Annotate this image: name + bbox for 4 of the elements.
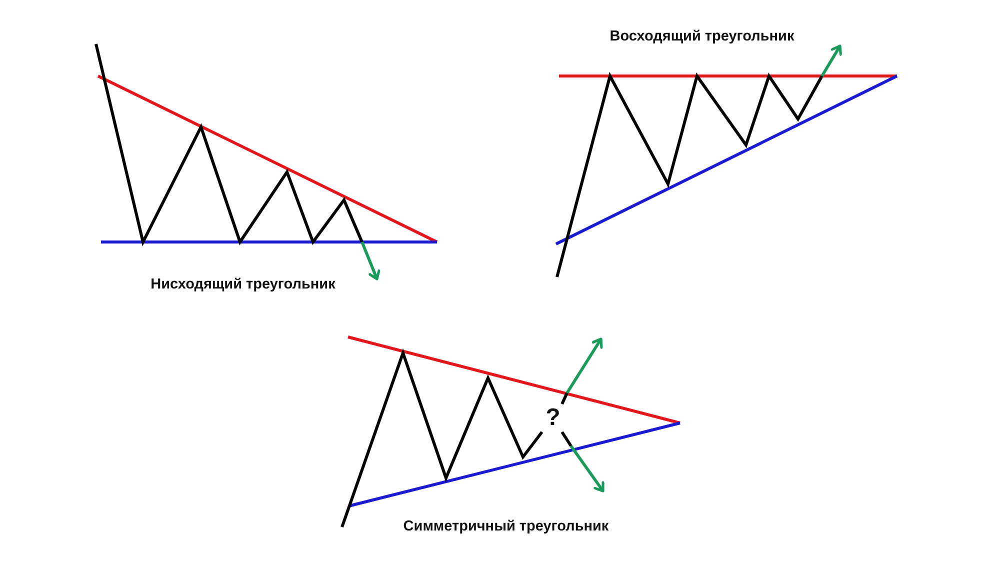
pattern-title: Нисходящий треугольник (150, 276, 336, 294)
pattern-title: Симметричный треугольник (403, 518, 609, 536)
question-mark-label: ? (546, 404, 560, 432)
pattern-title: Восходящий треугольник (610, 28, 794, 46)
